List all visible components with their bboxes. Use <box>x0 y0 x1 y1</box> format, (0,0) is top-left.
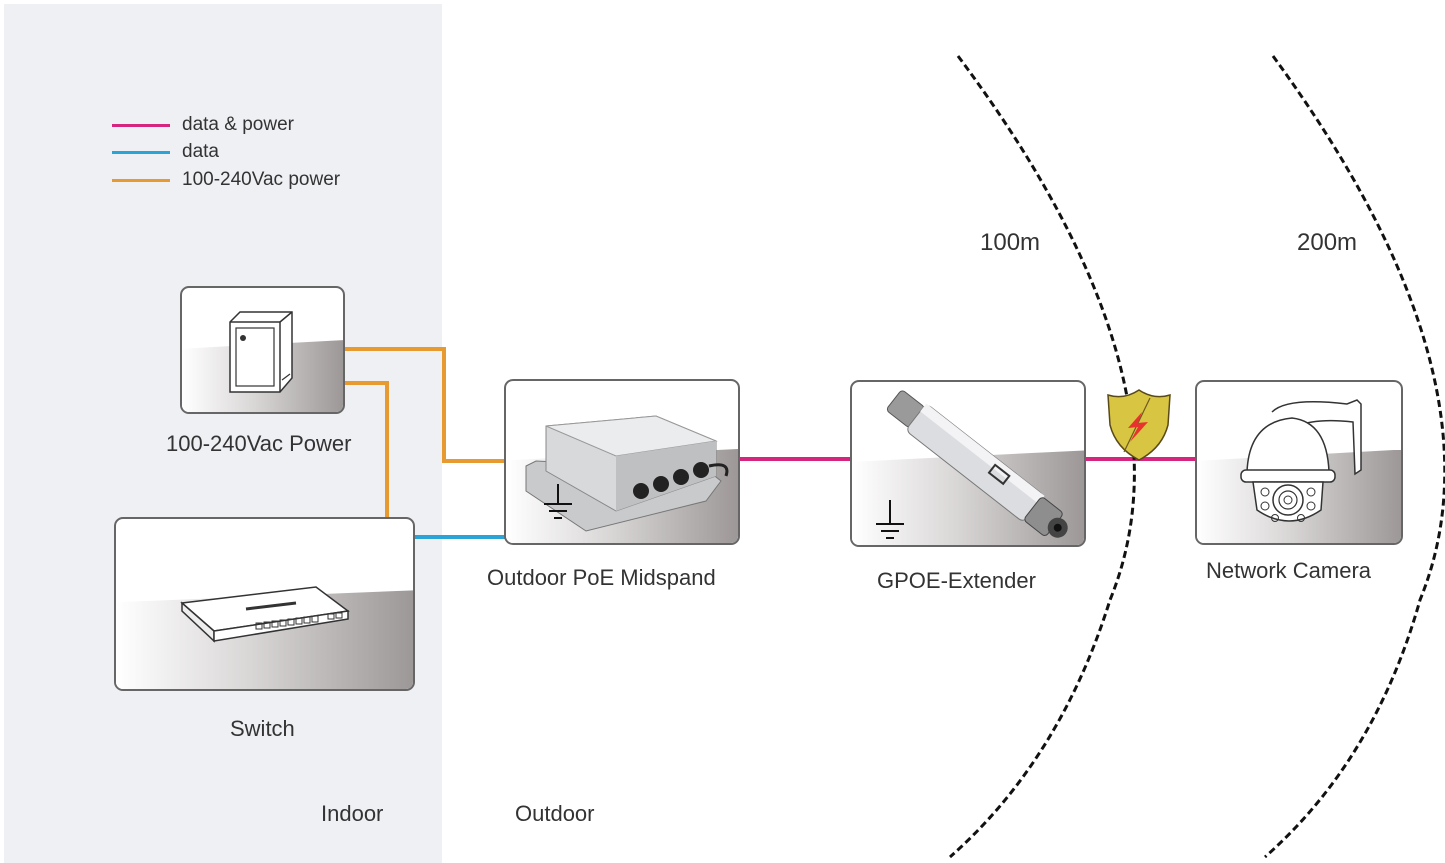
legend-label: data <box>182 141 219 162</box>
zone-label-outdoor: Outdoor <box>515 801 595 826</box>
device-network-camera[interactable] <box>1195 380 1403 545</box>
ac-power-line-to-midspan <box>344 347 505 463</box>
device-label-camera: Network Camera <box>1206 558 1372 583</box>
ac-power-line-to-switch <box>344 381 389 518</box>
ground-symbol-icon <box>544 484 572 519</box>
distance-label-200m: 200m <box>1297 229 1358 256</box>
device-switch[interactable] <box>114 517 415 691</box>
ptz-camera-icon <box>1240 399 1362 522</box>
legend-swatch <box>112 178 170 182</box>
device-label-power: 100-240Vac Power <box>166 431 352 456</box>
network-switch-icon <box>180 586 350 643</box>
legend-swatch <box>112 150 170 154</box>
device-label-midspan: Outdoor PoE Midspand <box>487 565 716 590</box>
ground-symbol-icon <box>876 500 904 539</box>
device-poe-midspan[interactable] <box>504 379 740 545</box>
legend-label: 100-240Vac power <box>182 169 341 190</box>
device-poe-extender[interactable] <box>850 380 1086 547</box>
legend-item-data: data <box>112 141 219 163</box>
distance-arc-100m <box>949 55 1136 859</box>
indoor-zone-background <box>4 4 442 863</box>
ups-power-icon <box>229 311 293 393</box>
poe-extender-icon <box>876 390 1068 539</box>
device-power-source[interactable] <box>180 286 345 414</box>
device-label-extender: GPOE-Extender <box>877 568 1036 593</box>
legend-item-ac-power: 100-240Vac power <box>112 169 340 191</box>
legend-item-data-power: data & power <box>112 114 294 136</box>
poe-midspan-icon <box>525 415 729 532</box>
zone-label-indoor: Indoor <box>321 801 384 826</box>
distance-arc-200m <box>1264 55 1445 859</box>
surge-protection-shield-icon <box>1107 389 1171 461</box>
device-label-switch: Switch <box>230 716 295 741</box>
legend-swatch <box>112 123 170 127</box>
distance-label-100m: 100m <box>980 229 1041 256</box>
legend-label: data & power <box>182 114 294 135</box>
